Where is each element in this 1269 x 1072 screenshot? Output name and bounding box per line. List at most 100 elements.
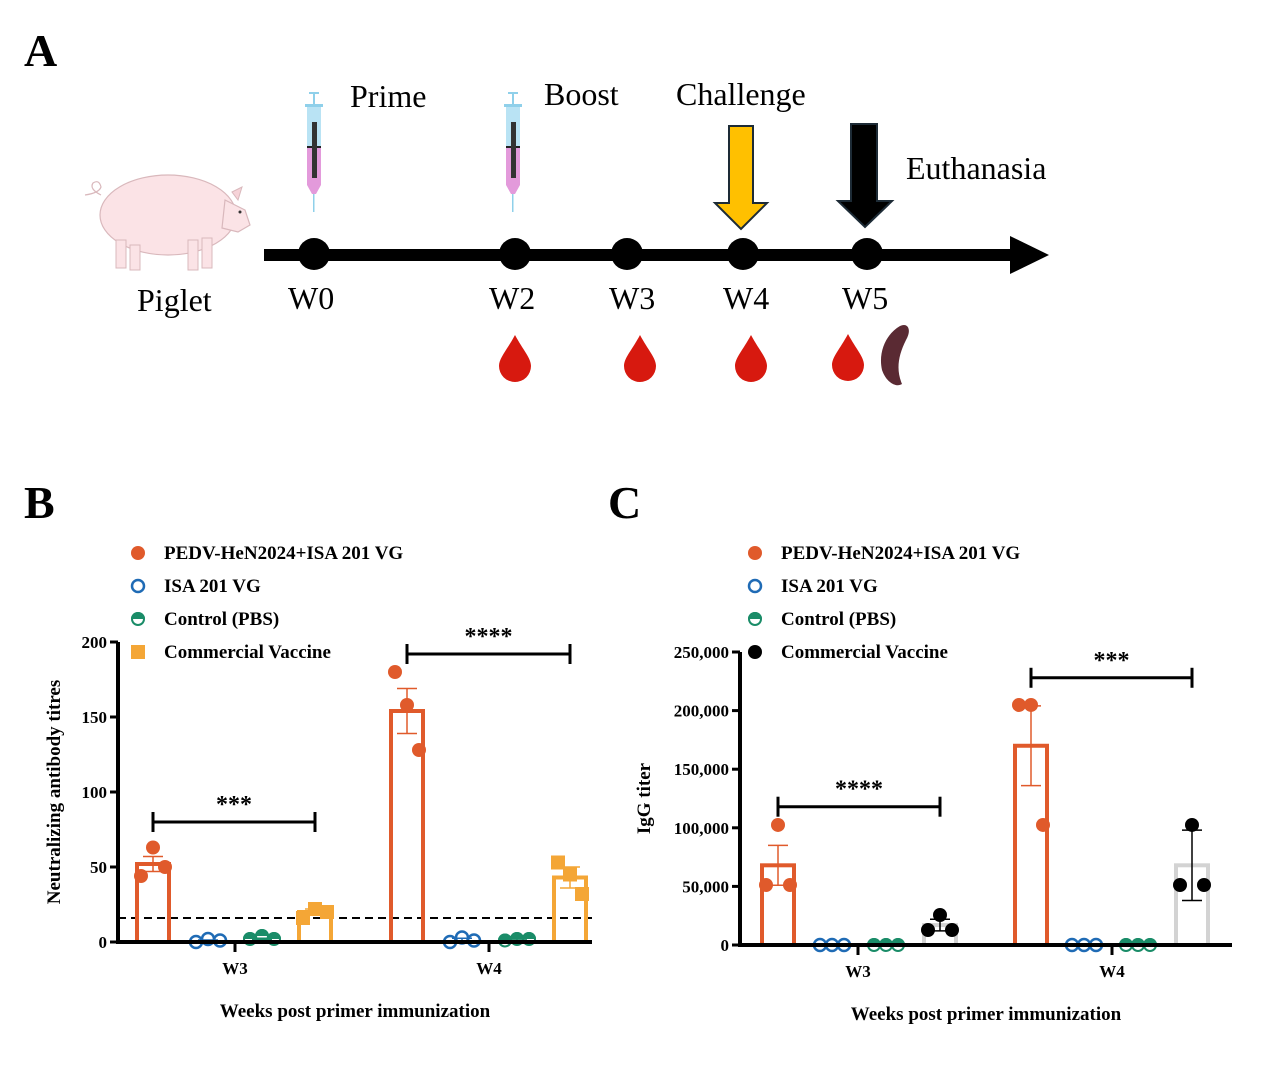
data-point [575, 887, 589, 901]
y-tick-label: 250,000 [674, 643, 729, 662]
chart-c-igg: PEDV-HeN2024+ISA 201 VG ISA 201 VG Control… [634, 543, 1232, 1025]
week-label-w3: W3 [609, 280, 656, 316]
data-point [296, 911, 310, 925]
event-label-boost: Boost [544, 76, 619, 112]
data-point-ring [522, 932, 536, 946]
week-label-w4: W4 [723, 280, 770, 316]
timeline-arrowhead [1010, 236, 1049, 274]
event-label-euthanasia: Euthanasia [906, 150, 1047, 186]
week-label-w2: W2 [489, 280, 536, 316]
legend-label: Commercial Vaccine [164, 642, 331, 663]
data-point [412, 743, 426, 757]
data-point [146, 840, 160, 855]
data-point [771, 817, 785, 832]
y-tick-label: 100,000 [674, 819, 729, 838]
legend-label: ISA 201 VG [781, 576, 878, 597]
legend-label: PEDV-HeN2024+ISA 201 VG [781, 543, 1020, 564]
week-label-w5: W5 [842, 280, 889, 316]
data-point [563, 867, 577, 882]
blood-drop-icon [832, 334, 864, 381]
data-point [308, 902, 322, 916]
significance-label: **** [465, 624, 513, 650]
timeline-diagram [84, 92, 1049, 386]
significance-label: *** [216, 792, 252, 818]
timeline-node-w2 [499, 238, 531, 270]
y-tick-label: 100 [82, 783, 108, 802]
data-point [267, 932, 281, 946]
x-tick-label: W4 [1099, 962, 1125, 981]
data-point [1173, 877, 1187, 892]
chart-b-neutralizing: PEDV-HeN2024+ISA 201 VG ISA 201 VG Control… [44, 543, 592, 1022]
legend-label: PEDV-HeN2024+ISA 201 VG [164, 543, 403, 564]
legend-marker-1 [130, 578, 146, 594]
legend-label: Commercial Vaccine [781, 642, 948, 663]
y-tick-label: 0 [99, 933, 108, 952]
panel-label-c: C [608, 477, 642, 528]
legend-marker-3 [131, 645, 145, 659]
challenge-arrow-icon [712, 125, 770, 231]
panel-label-b: B [24, 477, 55, 528]
data-point [783, 877, 797, 892]
y-tick-label: 200 [82, 633, 108, 652]
y-tick-label: 150,000 [674, 760, 729, 779]
subject-label: Piglet [137, 282, 212, 318]
legend-marker-3 [748, 645, 762, 659]
data-point [759, 877, 773, 892]
legend-marker-2 [131, 612, 145, 626]
data-point [933, 907, 947, 922]
data-point [921, 922, 935, 937]
y-tick-label: 150 [82, 708, 108, 727]
x-tick-label: W3 [845, 962, 871, 981]
tissue-icon [880, 324, 909, 386]
legend-label: Control (PBS) [781, 609, 896, 630]
data-point [1036, 817, 1050, 832]
pig-icon [84, 174, 251, 271]
legend-marker-2-ring [131, 612, 145, 626]
data-point [1012, 697, 1026, 712]
data-point [400, 698, 414, 712]
data-point [522, 932, 536, 946]
legend-label: ISA 201 VG [164, 576, 261, 597]
event-label-prime: Prime [350, 78, 427, 114]
x-tick-label: W4 [476, 959, 502, 978]
blood-drop-icon [499, 335, 531, 382]
event-label-challenge: Challenge [676, 76, 806, 112]
significance-label: *** [1094, 648, 1130, 674]
timeline-node-w5 [851, 238, 883, 270]
legend-marker-2-ring [748, 612, 762, 626]
legend-marker-2 [748, 612, 762, 626]
y-tick-label: 50,000 [682, 877, 729, 896]
x-axis-title: Weeks post primer immunization [220, 1001, 491, 1022]
timeline-node-w3 [611, 238, 643, 270]
y-tick-label: 50 [90, 858, 107, 877]
timeline-node-w4 [727, 238, 759, 270]
y-axis-title: IgG titer [634, 762, 655, 834]
data-point [388, 665, 402, 679]
blood-drop-icon [624, 335, 656, 382]
data-point [134, 869, 148, 883]
data-point [1024, 697, 1038, 712]
legend-marker-0 [131, 546, 145, 560]
week-label-w0: W0 [288, 280, 335, 316]
data-point [1185, 817, 1199, 832]
legend-marker-0 [748, 546, 762, 560]
timeline-node-w0 [298, 238, 330, 270]
data-point [1197, 877, 1211, 892]
y-tick-label: 0 [721, 936, 730, 955]
y-tick-label: 200,000 [674, 702, 729, 721]
data-point [320, 905, 334, 919]
syringe-icon-prime [305, 92, 323, 212]
x-tick-label: W3 [222, 959, 248, 978]
legend-marker-1 [747, 578, 763, 594]
data-point [945, 922, 959, 937]
x-axis-title: Weeks post primer immunization [851, 1004, 1122, 1025]
data-point-ring [267, 932, 281, 946]
y-axis-title: Neutralizing antibody titres [44, 680, 65, 904]
legend-label: Control (PBS) [164, 609, 279, 630]
panel-label-a: A [24, 25, 58, 76]
syringe-icon-boost [504, 92, 522, 212]
data-point [158, 860, 172, 874]
significance-label: **** [835, 777, 883, 803]
blood-drop-icon [735, 335, 767, 382]
data-point [551, 855, 565, 870]
